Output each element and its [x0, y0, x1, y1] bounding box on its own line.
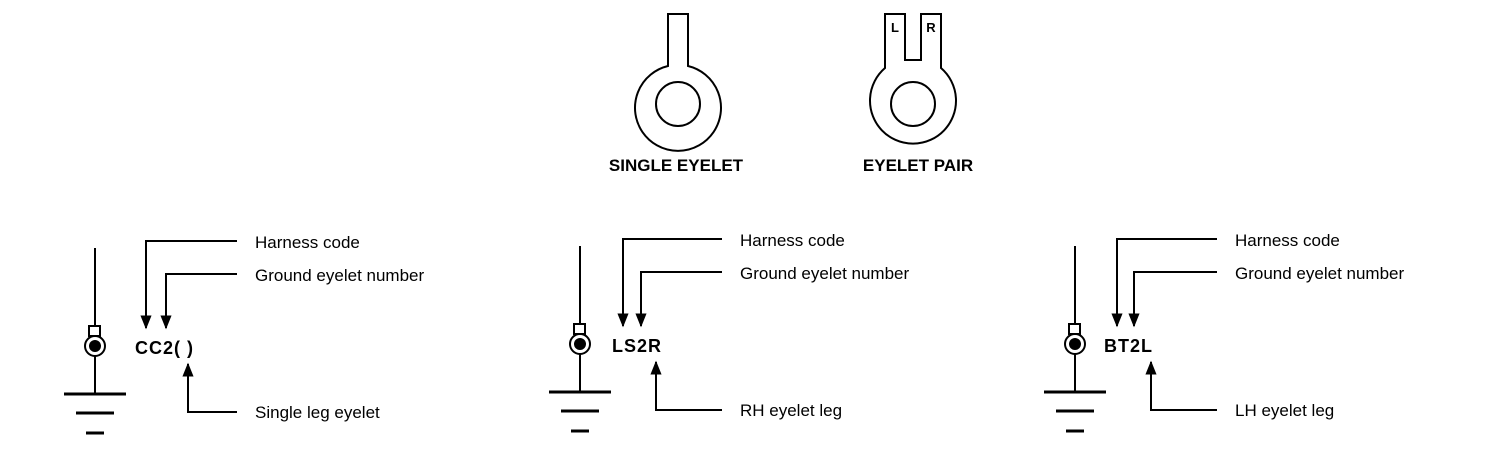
single-eyelet-outline — [634, 13, 722, 152]
ground-symbol — [1044, 246, 1106, 433]
harness-code-label: Harness code — [255, 233, 360, 252]
single-eyelet-illustration: SINGLE EYELET — [609, 13, 744, 175]
ground-code: CC2( ) — [135, 338, 194, 358]
harness-code-leader — [140, 240, 237, 330]
eyelet-number-leader — [635, 271, 722, 328]
single-eyelet-caption: SINGLE EYELET — [609, 156, 744, 175]
eyelet-number-label: Ground eyelet number — [740, 264, 909, 283]
ground-code: BT2L — [1104, 336, 1153, 356]
eyelet-leg-label: RH eyelet leg — [740, 401, 842, 420]
eyelet-leg-leader — [1145, 360, 1217, 411]
harness-code-leader — [1111, 238, 1217, 328]
ground-code: LS2R — [612, 336, 662, 356]
eyelet-number-leader — [160, 273, 237, 330]
ground-example-3: BT2L Harness code Ground eyelet number L… — [1044, 231, 1404, 433]
eyelet-leg-leader — [650, 360, 722, 411]
harness-code-leader — [617, 238, 722, 328]
single-eyelet-hole — [655, 81, 701, 127]
harness-code-label: Harness code — [740, 231, 845, 250]
eyelet-leg-label: LH eyelet leg — [1235, 401, 1334, 420]
eyelet-leg-label: Single leg eyelet — [255, 403, 380, 422]
eyelet-number-label: Ground eyelet number — [255, 266, 424, 285]
eyelet-leg-leader — [182, 362, 237, 413]
eyelet-pair-outline — [869, 13, 957, 145]
eyelet-pair-left-mark: L — [891, 20, 899, 35]
eyelet-pair-illustration: L R EYELET PAIR — [863, 13, 973, 175]
eyelet-pair-right-mark: R — [926, 20, 936, 35]
eyelet-pair-caption: EYELET PAIR — [863, 156, 973, 175]
ground-symbol — [549, 246, 611, 433]
ground-example-2: LS2R Harness code Ground eyelet number R… — [549, 231, 909, 433]
eyelet-number-label: Ground eyelet number — [1235, 264, 1404, 283]
ground-example-1: CC2( ) Harness code Ground eyelet number… — [64, 233, 424, 435]
harness-code-label: Harness code — [1235, 231, 1340, 250]
eyelet-number-leader — [1128, 271, 1217, 328]
ground-symbol — [64, 248, 126, 435]
eyelet-pair-hole — [890, 81, 936, 127]
